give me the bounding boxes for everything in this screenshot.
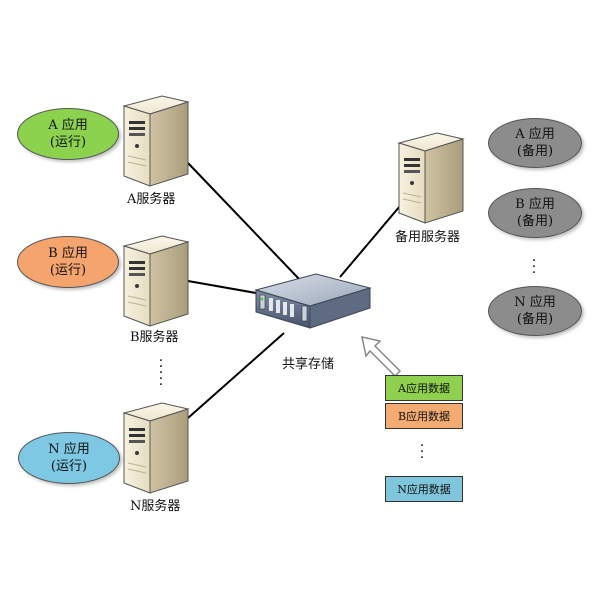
backup-b-status: (备用): [516, 214, 554, 229]
server-backup-icon: [395, 125, 467, 225]
app-b-name: B 应用: [48, 246, 88, 261]
app-b-running: B 应用 (运行): [17, 236, 119, 288]
link-n-server: [187, 332, 285, 419]
storage-label: 共享存储: [282, 357, 335, 372]
app-a-status: (运行): [49, 135, 87, 150]
server-a-icon: [120, 88, 192, 188]
link-a-server: [187, 162, 301, 281]
backup-n-name: N 应用: [514, 295, 556, 310]
app-a-backup: A 应用 (备用): [488, 118, 582, 168]
server-b-label: B服务器: [130, 330, 179, 345]
server-b-icon: [120, 228, 192, 328]
app-b-backup: B 应用 (备用): [488, 188, 582, 238]
backup-n-status: (备用): [516, 312, 554, 327]
data-item-b: B应用数据: [385, 403, 463, 429]
server-n-label: N服务器: [130, 499, 181, 514]
hollow-arrow-icon: [361, 336, 402, 377]
rack-storage-icon: [254, 273, 372, 329]
backup-apps-ellipsis: ···: [531, 253, 537, 281]
app-b-status: (运行): [49, 263, 87, 278]
servers-ellipsis: ·····: [158, 353, 164, 393]
app-n-name: N 应用: [48, 442, 90, 457]
app-n-status: (运行): [50, 459, 88, 474]
server-a-label: A服务器: [127, 192, 176, 207]
server-backup-label: 备用服务器: [395, 230, 461, 245]
app-a-running: A 应用 (运行): [17, 108, 119, 160]
backup-b-name: B 应用: [515, 197, 555, 212]
backup-a-status: (备用): [516, 144, 554, 159]
app-n-backup: N 应用 (备用): [488, 286, 582, 336]
app-n-running: N 应用 (运行): [18, 432, 120, 484]
backup-a-name: A 应用: [515, 127, 555, 142]
link-b-server: [187, 280, 257, 294]
app-a-name: A 应用: [48, 118, 88, 133]
data-items-ellipsis: ···: [419, 438, 425, 466]
data-item-a: A应用数据: [385, 375, 463, 401]
link-backup-server: [339, 205, 401, 278]
data-item-n: N应用数据: [385, 476, 463, 502]
server-n-icon: [120, 395, 192, 495]
